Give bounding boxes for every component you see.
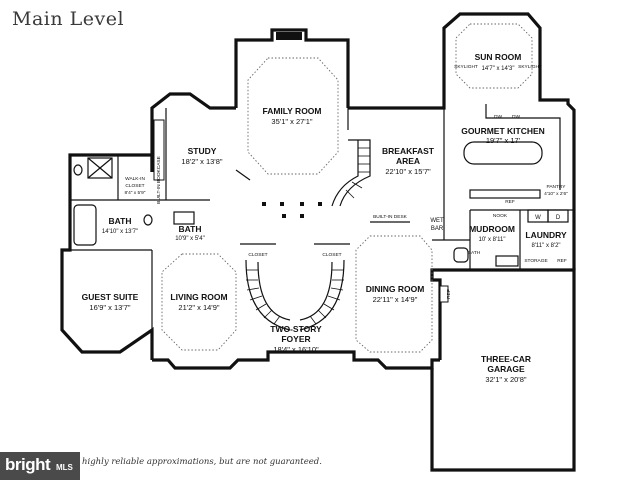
room-name: SUN ROOM <box>475 52 522 62</box>
room-dim: 22'11" x 14'9" <box>373 295 418 304</box>
room-name: FOYER <box>281 334 310 344</box>
living-ceiling <box>161 253 237 351</box>
room-name: MUDROOM <box>469 224 515 234</box>
dw-label: DW <box>512 114 520 120</box>
walkin-label: CLOSET <box>125 183 144 189</box>
bath-fixtures <box>73 157 195 246</box>
storage-label: STORAGE <box>524 258 547 264</box>
room-name: AREA <box>396 156 420 166</box>
skylight-label: SKYLIGHT <box>518 64 542 70</box>
room-dim: 8'11" x 8'2" <box>531 243 560 249</box>
room-name: BATH <box>179 224 202 234</box>
ref-label: REF <box>557 258 567 264</box>
room-dim: 18'4" x 16'10" <box>273 345 319 354</box>
wetbar-label: BAR <box>431 226 444 232</box>
wetbar-label: WET <box>430 218 444 224</box>
room-name: BREAKFAST <box>382 146 435 156</box>
nook-label: NOOK <box>493 213 508 219</box>
room-name: GOURMET KITCHEN <box>461 126 545 136</box>
room-name: LIVING ROOM <box>170 292 227 302</box>
page-title: Main Level <box>12 8 125 30</box>
room-dim: 35'1" x 27'1" <box>271 117 312 126</box>
brand-watermark: bright MLS <box>0 452 80 480</box>
room-dim: 32'1" x 20'8" <box>485 375 526 384</box>
closet-label: CLOSET <box>322 252 341 258</box>
room-name: DINING ROOM <box>366 284 425 294</box>
kitchen-fixtures <box>453 104 569 267</box>
room-name: BATH <box>109 216 132 226</box>
room-dim: 10' x 8'11" <box>479 237 506 243</box>
brand-name: bright <box>5 455 51 474</box>
family-ceiling <box>247 57 339 175</box>
interior-walls <box>70 108 574 330</box>
dining-ceiling <box>355 235 433 353</box>
misc-labels: WALK-IN CLOSET 8'4" x 5'9" BUILT-IN BOOK… <box>125 64 569 299</box>
dw-label: DW <box>494 114 502 120</box>
room-name: GARAGE <box>487 364 525 374</box>
room-dim: 18'2" x 13'8" <box>181 157 222 166</box>
walkin-dim: 8'4" x 5'9" <box>125 190 146 196</box>
disclaimer: highly reliable approximations, but are … <box>82 457 322 467</box>
room-dim: 10'9" x 5'4" <box>175 236 205 242</box>
staircases <box>245 139 371 331</box>
room-dim: 14'7" x 14'3" <box>482 66 515 72</box>
columns <box>262 202 322 218</box>
room-dim: 16'9" x 13'7" <box>89 303 130 312</box>
skylight-label: SKYLIGHT <box>454 64 478 70</box>
room-name: FAMILY ROOM <box>262 106 321 116</box>
pantry-label: PANTRY <box>546 184 566 190</box>
pantry-dim: 4'10" x 2'6" <box>544 191 568 197</box>
washer-label: W <box>535 215 541 221</box>
ref-label: REF <box>505 199 515 205</box>
room-dim: 19'7" x 17' <box>486 136 521 145</box>
room-name: GUEST SUITE <box>82 292 139 302</box>
closet-label: CLOSET <box>248 252 267 258</box>
room-name: LAUNDRY <box>525 230 567 240</box>
dryer-label: D <box>556 215 561 221</box>
room-dim: 14'10" x 13'7" <box>102 229 138 235</box>
windows <box>153 119 449 303</box>
room-name: THREE-CAR <box>481 354 531 364</box>
bath-label: BATH <box>468 250 481 256</box>
room-labels: SUN ROOM 14'7" x 14'3" FAMILY ROOM 35'1"… <box>82 52 567 384</box>
room-name: STUDY <box>188 146 217 156</box>
bookcase-label: BUILT-IN BOOKCASE <box>156 156 162 204</box>
walkin-label: WALK-IN <box>125 176 145 182</box>
room-dim: 21'2" x 14'9" <box>178 303 219 312</box>
sunroom-ceiling <box>455 23 533 89</box>
desk-label: BUILT-IN DESK <box>373 214 408 220</box>
brand-sub: MLS <box>56 463 73 472</box>
ref-label: REF <box>446 289 452 299</box>
room-name: TWO-STORY <box>270 324 322 334</box>
room-dim: 22'10" x 15'7" <box>385 167 431 176</box>
fireplace <box>276 32 302 40</box>
